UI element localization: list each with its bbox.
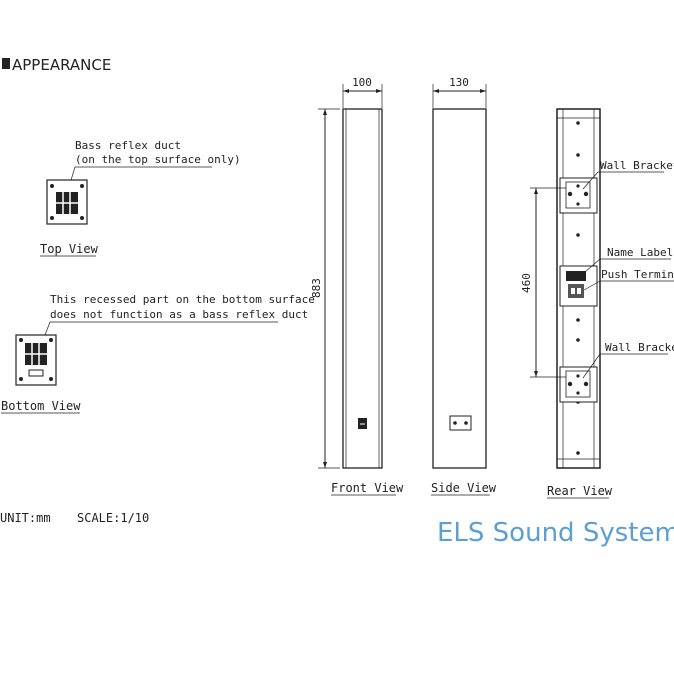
side-view-body [432, 108, 487, 469]
bottom-view-note-line2: does not function as a bass reflex duct [50, 308, 308, 321]
push-terminal [568, 284, 584, 298]
heading-marker [2, 58, 10, 69]
rear-view: 460 Wall Bracket Name Label Push Termina… [520, 108, 674, 499]
height-dimension: 883 [310, 278, 323, 298]
top-view-note-line2: (on the top surface only) [75, 153, 241, 166]
watermark-text: ELS Sound System [437, 518, 674, 548]
bottom-view-label: Bottom View [1, 399, 81, 413]
callout-wall-bracket-bottom: Wall Bracket [605, 341, 674, 354]
side-view-label: Side View [431, 481, 497, 495]
side-width-dimension: 130 [449, 76, 469, 89]
callout-wall-bracket-top: Wall Bracket [600, 159, 674, 172]
bottom-view: This recessed part on the bottom surface… [1, 293, 315, 414]
side-mount-plate [449, 415, 472, 431]
heading-title: APPEARANCE [12, 56, 111, 74]
callout-push-terminal: Push Terminal [601, 268, 674, 281]
scale-label: SCALE:1/10 [77, 511, 149, 525]
rear-view-label: Rear View [547, 484, 613, 498]
unit-label: UNIT:mm [0, 511, 51, 525]
front-view: 100 883 Front View [310, 76, 404, 496]
top-view-note-line1: Bass reflex duct [75, 139, 181, 152]
front-view-label: Front View [331, 481, 404, 495]
bracket-spacing-dimension: 460 [520, 273, 533, 293]
name-label [566, 271, 586, 281]
bottom-view-note-line1: This recessed part on the bottom surface [50, 293, 315, 306]
side-view: 130 Side View [431, 76, 497, 496]
callout-name-label: Name Label [607, 246, 673, 259]
front-width-dimension: 100 [352, 76, 372, 89]
front-view-body [342, 108, 383, 469]
top-view-label: Top View [40, 242, 99, 256]
top-view: Bass reflex duct (on the top surface onl… [40, 139, 241, 257]
